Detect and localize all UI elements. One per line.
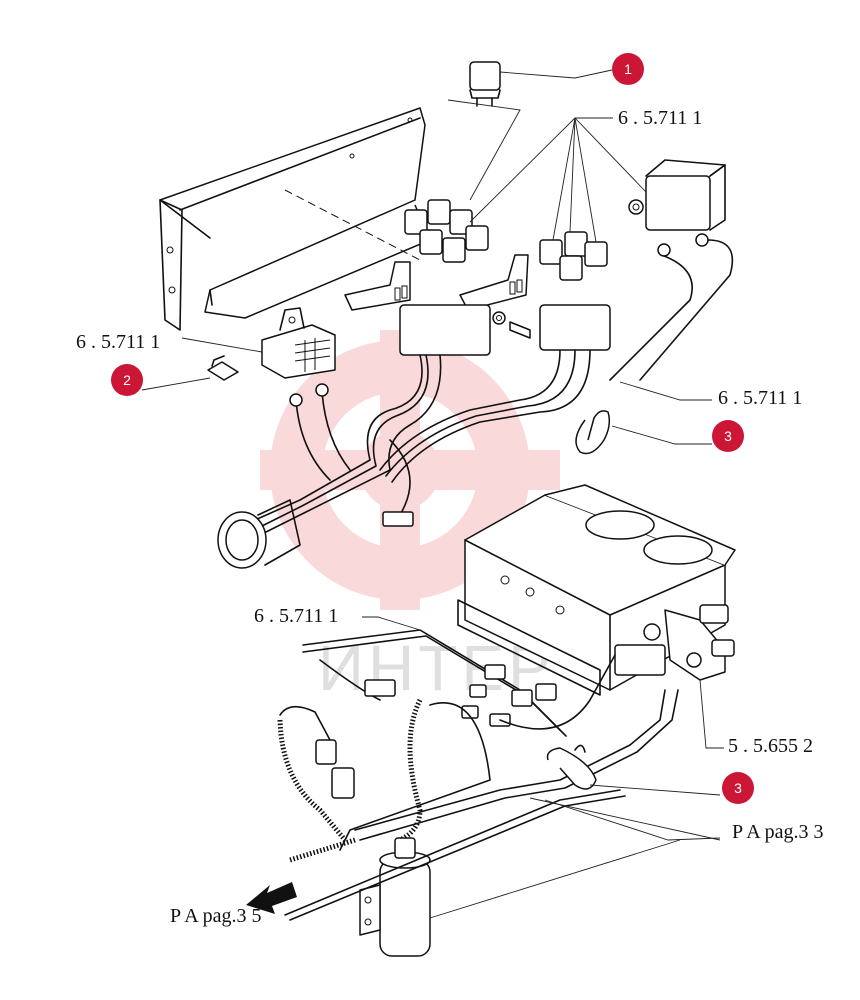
direction-arrow <box>246 882 297 914</box>
ref-label-bracket-left: 6 . 5.711 1 <box>76 331 160 353</box>
watermark-logo <box>260 330 560 610</box>
mounting-bracket <box>159 107 431 331</box>
wiring-harness <box>217 304 611 569</box>
clamp-lower <box>546 744 597 790</box>
callout-number: 1 <box>624 61 632 77</box>
clamp-upper <box>575 410 611 455</box>
flasher-unit <box>609 159 734 381</box>
callout-badge-clamp-lower: 3 <box>722 772 754 804</box>
relay-cluster-right <box>539 231 608 281</box>
ref-label-sensor-wires: 6 . 5.711 1 <box>254 605 338 627</box>
relay-cluster-left <box>404 199 489 263</box>
receiver-drier <box>284 789 626 957</box>
fuse-holder <box>261 307 336 379</box>
relay-bracket-right <box>459 254 529 311</box>
control-unit <box>457 484 736 696</box>
ref-label-text: 6 . 5.711 1 <box>76 331 160 353</box>
ref-label-text: 6 . 5.711 1 <box>618 107 702 129</box>
sensor-wires <box>302 629 616 737</box>
mini-fuse <box>207 355 239 381</box>
ref-label-harness-right: 6 . 5.711 1 <box>718 387 802 409</box>
ref-label-text: P A pag.3 3 <box>732 821 824 843</box>
ref-label-relay-group: 6 . 5.711 1 <box>618 107 702 129</box>
ref-label-pipe-right: P A pag.3 3 <box>732 821 824 843</box>
ref-label-pipe-left: P A pag.3 5 <box>170 905 262 927</box>
ref-label-text: P A pag.3 5 <box>170 905 262 927</box>
relay-top <box>469 61 501 107</box>
ref-label-text: 6 . 5.711 1 <box>718 387 802 409</box>
callout-number: 2 <box>123 372 131 388</box>
coiled-hoses <box>277 689 679 863</box>
ref-label-text: 5 . 5.655 2 <box>728 735 813 757</box>
callout-badge-clamp-upper: 3 <box>712 420 744 452</box>
callout-badge-relay: 1 <box>612 53 644 85</box>
relay-bracket-left <box>344 261 411 311</box>
valve-fittings <box>614 604 735 681</box>
callout-badge-fuse-holder: 2 <box>111 364 143 396</box>
callout-number: 3 <box>724 428 732 444</box>
callout-number: 3 <box>734 780 742 796</box>
bolt <box>492 311 531 339</box>
leader-lines <box>141 69 724 919</box>
ref-label-text: 6 . 5.711 1 <box>254 605 338 627</box>
ref-label-valve-block: 5 . 5.655 2 <box>728 735 813 757</box>
